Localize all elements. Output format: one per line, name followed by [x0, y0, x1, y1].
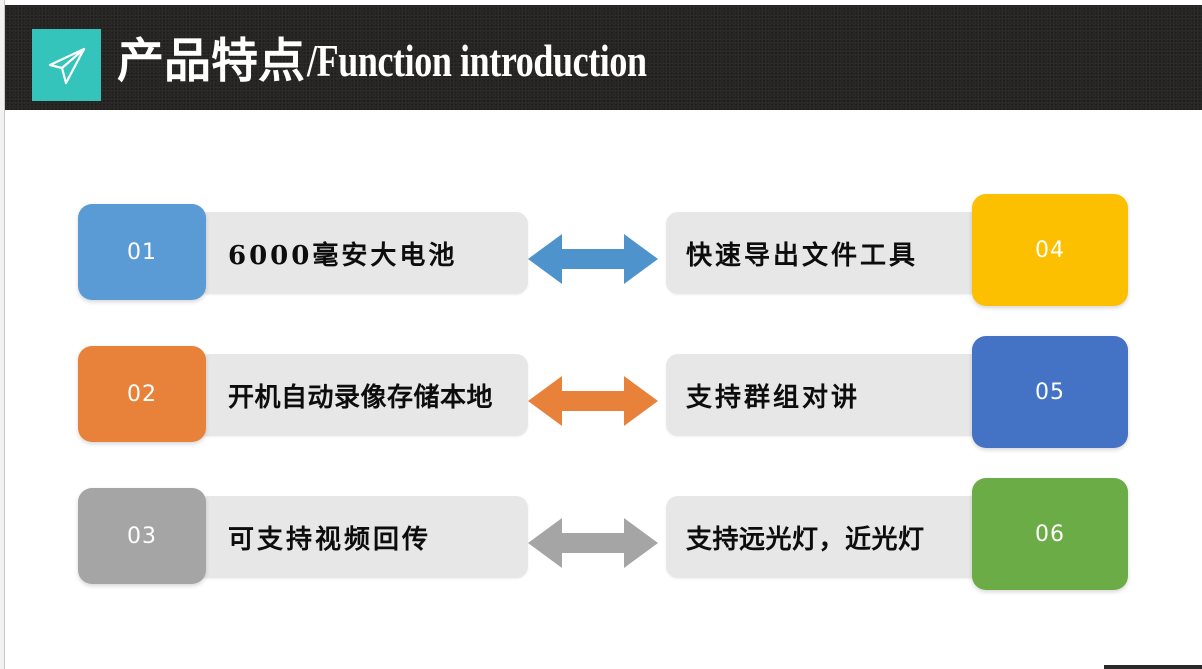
page-title-en: /Function introduction: [307, 35, 647, 86]
feature-label-left: 可支持视频回传: [228, 524, 432, 555]
feature-label-right: 快速导出文件工具: [686, 240, 919, 271]
badge-number: 02: [127, 381, 157, 407]
page-bottom-edge: [1104, 665, 1202, 669]
slide-header: 产品特点 /Function introduction: [5, 5, 1202, 110]
badge-number: 04: [1035, 237, 1065, 263]
feature-number-badge-06[interactable]: 06: [972, 478, 1128, 590]
feature-bar-left: [196, 212, 528, 294]
feature-row: 开机自动录像存储本地 支持群组对讲 02 05: [0, 332, 1202, 476]
badge-number: 06: [1035, 521, 1065, 547]
feature-number-badge-05[interactable]: 05: [972, 336, 1128, 448]
feature-label-right: 支持远光灯，近光灯: [686, 524, 925, 555]
feature-label-right: 支持群组对讲: [686, 382, 861, 413]
double-arrow-icon: [528, 228, 658, 290]
feature-row: 可支持视频回传 支持远光灯，近光灯 03 06: [0, 474, 1202, 618]
double-arrow-icon: [528, 512, 658, 574]
page-title-cn: 产品特点: [117, 33, 305, 89]
page-left-edge: [0, 0, 5, 669]
feature-number-badge-01[interactable]: 01: [78, 204, 206, 300]
feature-rows: 6000毫安大电池 快速导出文件工具 01 04 开机自动录像存储本地 支持群组…: [0, 110, 1202, 669]
feature-label-left: 6000毫安大电池: [228, 240, 458, 271]
feature-bar-left: [196, 354, 528, 436]
feature-number-badge-04[interactable]: 04: [972, 194, 1128, 306]
double-arrow-icon: [528, 370, 658, 432]
feature-bar-left: [196, 496, 528, 578]
badge-number: 05: [1035, 379, 1065, 405]
feature-number-badge-02[interactable]: 02: [78, 346, 206, 442]
badge-number: 01: [127, 239, 157, 265]
paper-plane-icon: [32, 29, 101, 101]
feature-label-left: 开机自动录像存储本地: [228, 382, 494, 413]
feature-number-badge-03[interactable]: 03: [78, 488, 206, 584]
badge-number: 03: [127, 523, 157, 549]
page-title: 产品特点 /Function introduction: [117, 20, 732, 102]
feature-row: 6000毫安大电池 快速导出文件工具 01 04: [0, 190, 1202, 334]
